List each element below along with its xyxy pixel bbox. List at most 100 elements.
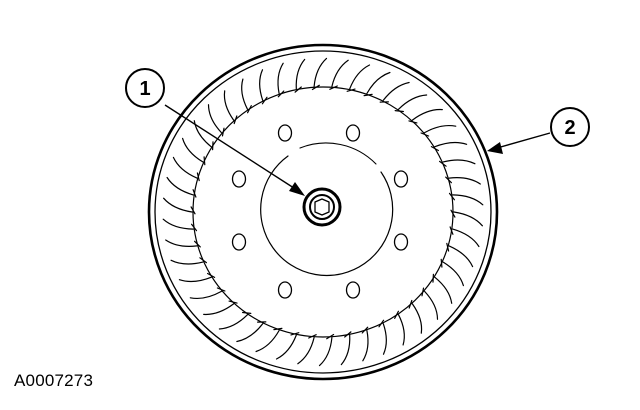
fan-blade (297, 336, 315, 365)
blade-root (439, 160, 447, 167)
outer-rim-inner (154, 50, 492, 374)
vent-hole (345, 124, 361, 142)
blade-inner-ring (192, 86, 454, 338)
blade-root (448, 192, 455, 201)
blade-root (233, 115, 238, 125)
fan-blade (255, 329, 280, 353)
fan-blade (340, 334, 351, 366)
fan-blade (163, 197, 193, 213)
blade-root (421, 287, 425, 297)
blade-root (420, 132, 430, 137)
blade-root (346, 88, 356, 92)
vent-hole (231, 233, 247, 251)
blade-root (449, 226, 454, 235)
fan-blade (193, 120, 212, 148)
fan-blade (259, 69, 264, 101)
callout-2-number: 2 (564, 117, 575, 139)
blade-root (450, 209, 456, 218)
callout-2-leader (496, 132, 551, 149)
vent-hole (393, 170, 409, 188)
fan-blade (189, 290, 222, 300)
fan-blade (275, 334, 297, 360)
fan-blade (362, 329, 369, 362)
vent-hole (345, 281, 361, 299)
blade-root (228, 300, 238, 304)
fan-blade (182, 137, 204, 163)
fan-blade (172, 156, 198, 179)
fan-blade (382, 81, 410, 101)
blade-root (378, 319, 385, 328)
fan-blade (218, 314, 249, 330)
fan-blade (397, 314, 405, 346)
blade-root (290, 332, 300, 336)
fan-blade (442, 261, 464, 287)
hub-disc-shadow (299, 142, 377, 165)
fan-blade (448, 177, 481, 185)
callout-1-number: 1 (139, 78, 150, 100)
fan-blade (448, 245, 474, 268)
blade-root (363, 93, 373, 97)
fan-blade (424, 290, 439, 320)
callout-1-arrowhead (289, 182, 305, 196)
blower-wheel (147, 43, 499, 381)
fan-blade (170, 259, 204, 265)
vent-hole (231, 170, 247, 188)
blade-root (273, 327, 283, 331)
fan-blade (331, 59, 349, 88)
blade-root (191, 223, 198, 232)
callout-1-leader (164, 104, 298, 191)
fan-blade (411, 303, 423, 334)
blade-root (277, 90, 285, 98)
blade-root (311, 84, 320, 91)
callout-2: 2 (487, 107, 590, 154)
fan-blade (223, 90, 235, 121)
blade-root (361, 326, 369, 334)
figure-id-label: A0007273 (14, 371, 94, 390)
fan-blade (434, 276, 453, 304)
fan-blade (442, 159, 476, 165)
fan-blade (295, 58, 306, 90)
blade-root (294, 86, 302, 93)
blade-root (221, 127, 225, 137)
blade-root (326, 333, 335, 340)
callout-1-circle (125, 68, 165, 108)
blade-root (216, 287, 226, 292)
fan-blade (313, 57, 328, 88)
fan-blade (166, 176, 194, 196)
blade-root (445, 176, 452, 184)
callout-1: 1 (125, 68, 305, 196)
fan-blade (453, 211, 483, 227)
fan-blade (434, 141, 468, 148)
hub-disc-outline (260, 155, 394, 277)
fan-blade (366, 71, 391, 95)
fan-blade (236, 323, 264, 343)
fan-blades (162, 57, 484, 367)
blade-root (261, 96, 268, 105)
vent-holes (231, 124, 409, 299)
fan-blade (162, 218, 194, 230)
fan-blade (424, 124, 457, 134)
fan-blade (241, 78, 249, 110)
vent-hole (277, 281, 293, 299)
fan-blade (203, 303, 235, 316)
blade-root (440, 258, 443, 268)
fan-blade (178, 276, 212, 283)
fan-blade (397, 94, 428, 110)
fan-blade (207, 104, 222, 134)
fan-blade (452, 194, 484, 206)
fan-blade (349, 64, 371, 90)
fan-blade (382, 323, 387, 355)
callout-2-circle (550, 107, 590, 147)
blade-root (394, 109, 404, 113)
blade-root (199, 257, 207, 264)
fan-blade (165, 239, 198, 247)
blade-root (192, 189, 197, 198)
blade-root (408, 120, 418, 124)
blade-root (408, 299, 413, 309)
blade-root (190, 206, 196, 215)
blade-root (329, 85, 338, 90)
blade-root (247, 104, 252, 114)
blade-root (203, 156, 206, 166)
blade-root (194, 240, 201, 248)
